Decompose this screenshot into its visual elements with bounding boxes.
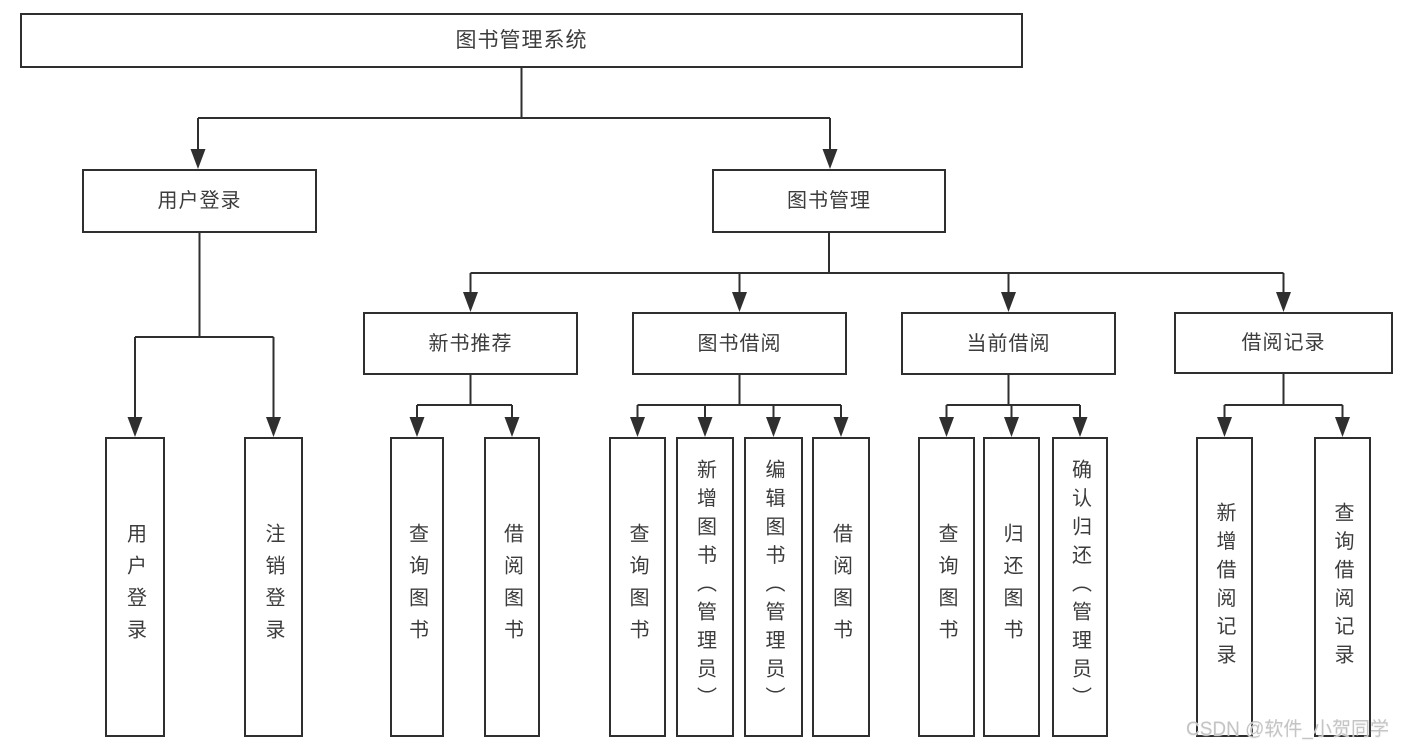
leaf-query-borrow-record: 查询借阅记录 (1314, 437, 1371, 737)
node-library-management-system: 图书管理系统 (20, 13, 1023, 68)
leaf-confirm-return-admin: 确认归还（管理员） (1052, 437, 1108, 737)
node-current-borrow: 当前借阅 (901, 312, 1116, 375)
leaf-query-books-current: 查询图书 (918, 437, 975, 737)
leaf-borrow-books: 借阅图书 (812, 437, 870, 737)
leaf-user-login: 用户登录 (105, 437, 165, 737)
leaf-query-books-recommend: 查询图书 (390, 437, 444, 737)
node-book-borrow: 图书借阅 (632, 312, 847, 375)
leaf-edit-books-admin: 编辑图书（管理员） (744, 437, 803, 737)
leaf-add-borrow-record: 新增借阅记录 (1196, 437, 1253, 737)
node-borrow-records: 借阅记录 (1174, 312, 1393, 374)
leaf-borrow-books-recommend: 借阅图书 (484, 437, 540, 737)
leaf-query-books-borrow: 查询图书 (609, 437, 666, 737)
node-user-login-branch: 用户登录 (82, 169, 317, 233)
node-new-book-recommend: 新书推荐 (363, 312, 578, 375)
leaf-add-books-admin: 新增图书（管理员） (676, 437, 734, 737)
leaf-return-books: 归还图书 (983, 437, 1040, 737)
leaf-logout: 注销登录 (244, 437, 303, 737)
csdn-watermark: CSDN @软件_小贺同学 (1186, 719, 1389, 740)
node-book-management-branch: 图书管理 (712, 169, 946, 233)
